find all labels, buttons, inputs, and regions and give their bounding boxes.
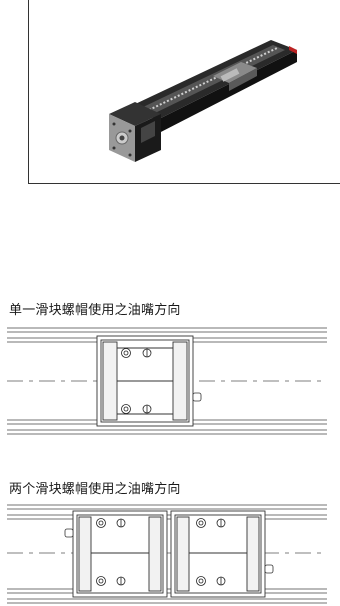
single-slider-diagram — [7, 327, 327, 435]
product-photo-frame — [28, 0, 340, 184]
double-slider-caption: 两个滑块螺帽使用之油嘴方向 — [9, 482, 181, 497]
linear-module-photo-icon — [109, 40, 297, 162]
single-slider-caption: 单一滑块螺帽使用之油嘴方向 — [9, 303, 181, 318]
double-slider-diagram — [7, 504, 327, 604]
